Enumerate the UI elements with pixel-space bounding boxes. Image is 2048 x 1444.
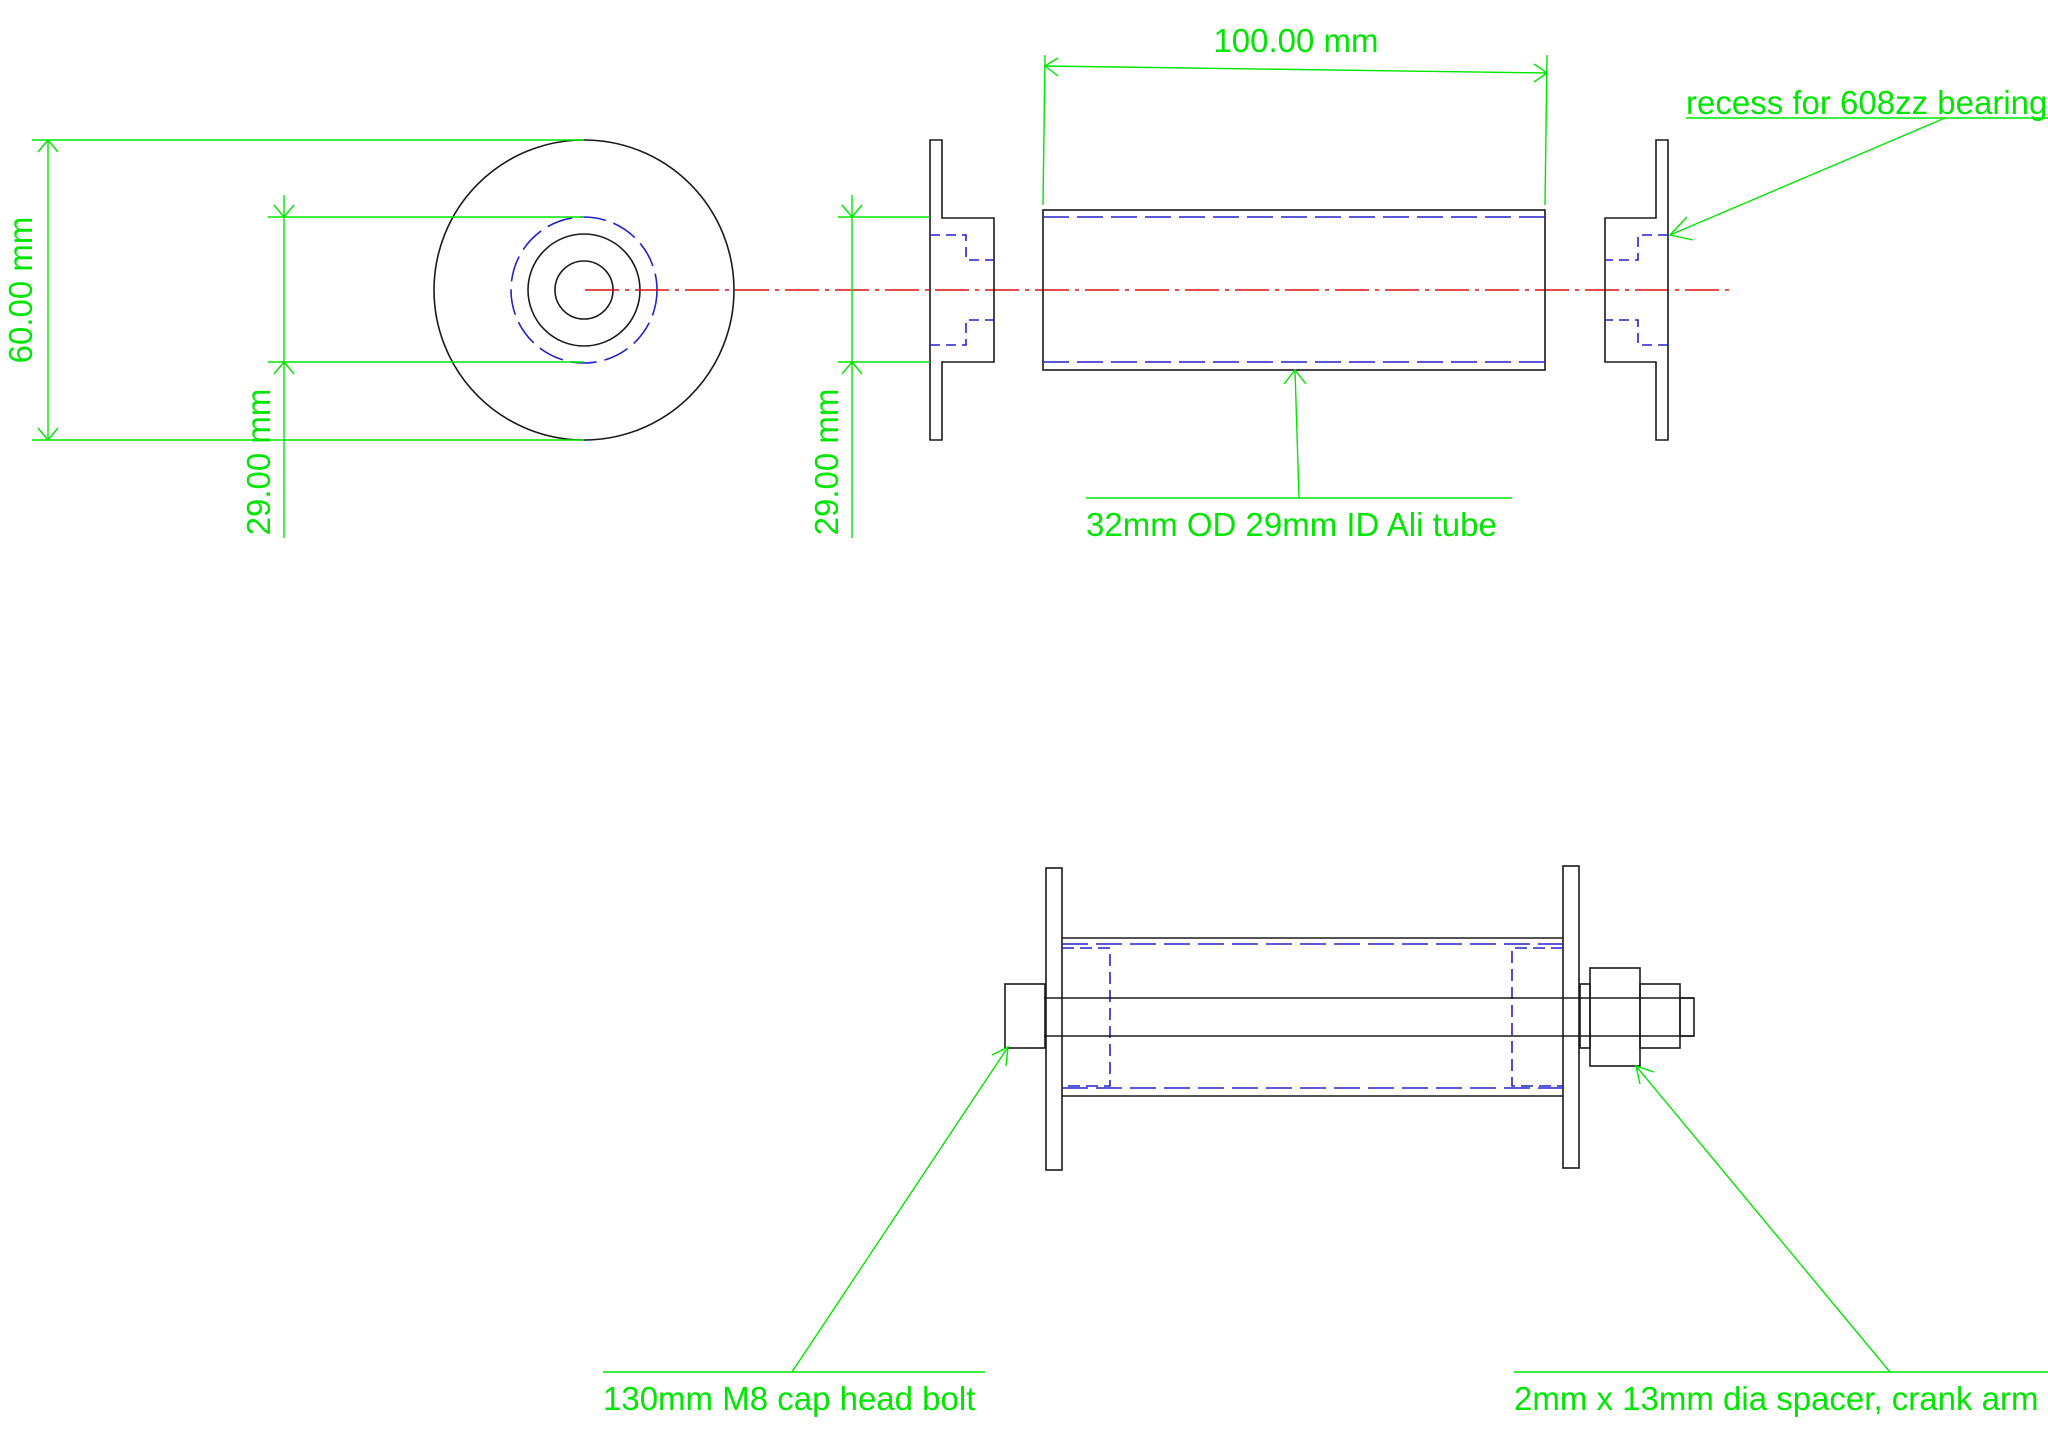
right-flange-outline	[1604, 139, 1669, 441]
dimension-29mm-flange: 29.00 mm	[808, 195, 930, 538]
leader-spacer: 2mm x 13mm dia spacer, crank arm	[1514, 1064, 2048, 1417]
dimension-60mm: 60.00 mm	[2, 138, 584, 442]
note-spacer-label: 2mm x 13mm dia spacer, crank arm	[1514, 1380, 2039, 1417]
bolt-head	[1004, 983, 1046, 1049]
assembly-view	[1004, 865, 1695, 1171]
leader-tube: 32mm OD 29mm ID Ali tube	[1086, 368, 1512, 543]
dimension-100mm: 100.00 mm	[1042, 22, 1549, 206]
dim-60-label: 60.00 mm	[2, 217, 39, 364]
left-flange-recess-top	[930, 234, 994, 261]
tube	[1042, 209, 1546, 371]
nut-inner	[1639, 983, 1681, 1049]
assembly-right-flange	[1562, 865, 1580, 1169]
right-flange-recess-top	[1605, 234, 1668, 261]
dim-29-left-label: 29.00 mm	[240, 389, 277, 536]
leader-bolt: 130mm M8 cap head bolt	[603, 1045, 1009, 1417]
bolt-end	[1679, 997, 1695, 1037]
spacer	[1579, 983, 1591, 1049]
dim-29-flange-label: 29.00 mm	[808, 389, 845, 536]
tube-outline	[1042, 209, 1546, 371]
right-flange-recess-bottom	[1605, 319, 1668, 346]
dim-100-label: 100.00 mm	[1213, 22, 1378, 59]
assembly-right-bearing-hidden	[1511, 947, 1563, 1087]
nut-outer	[1589, 967, 1641, 1067]
leader-bearing-recess: recess for 608zz bearing	[1668, 84, 2048, 241]
left-flange	[929, 139, 995, 441]
note-bolt-label: 130mm M8 cap head bolt	[603, 1380, 975, 1417]
left-flange-recess-bottom	[930, 319, 994, 346]
left-flange-outline	[929, 139, 995, 441]
note-tube-label: 32mm OD 29mm ID Ali tube	[1086, 506, 1497, 543]
bearing-outer-circle	[527, 233, 641, 347]
right-flange	[1604, 139, 1669, 441]
assembly-left-flange	[1045, 867, 1063, 1171]
note-bearing-label: recess for 608zz bearing	[1686, 84, 2047, 121]
assembly-left-bearing-hidden	[1062, 947, 1111, 1087]
dimension-29mm-left: 29.00 mm	[240, 195, 584, 538]
